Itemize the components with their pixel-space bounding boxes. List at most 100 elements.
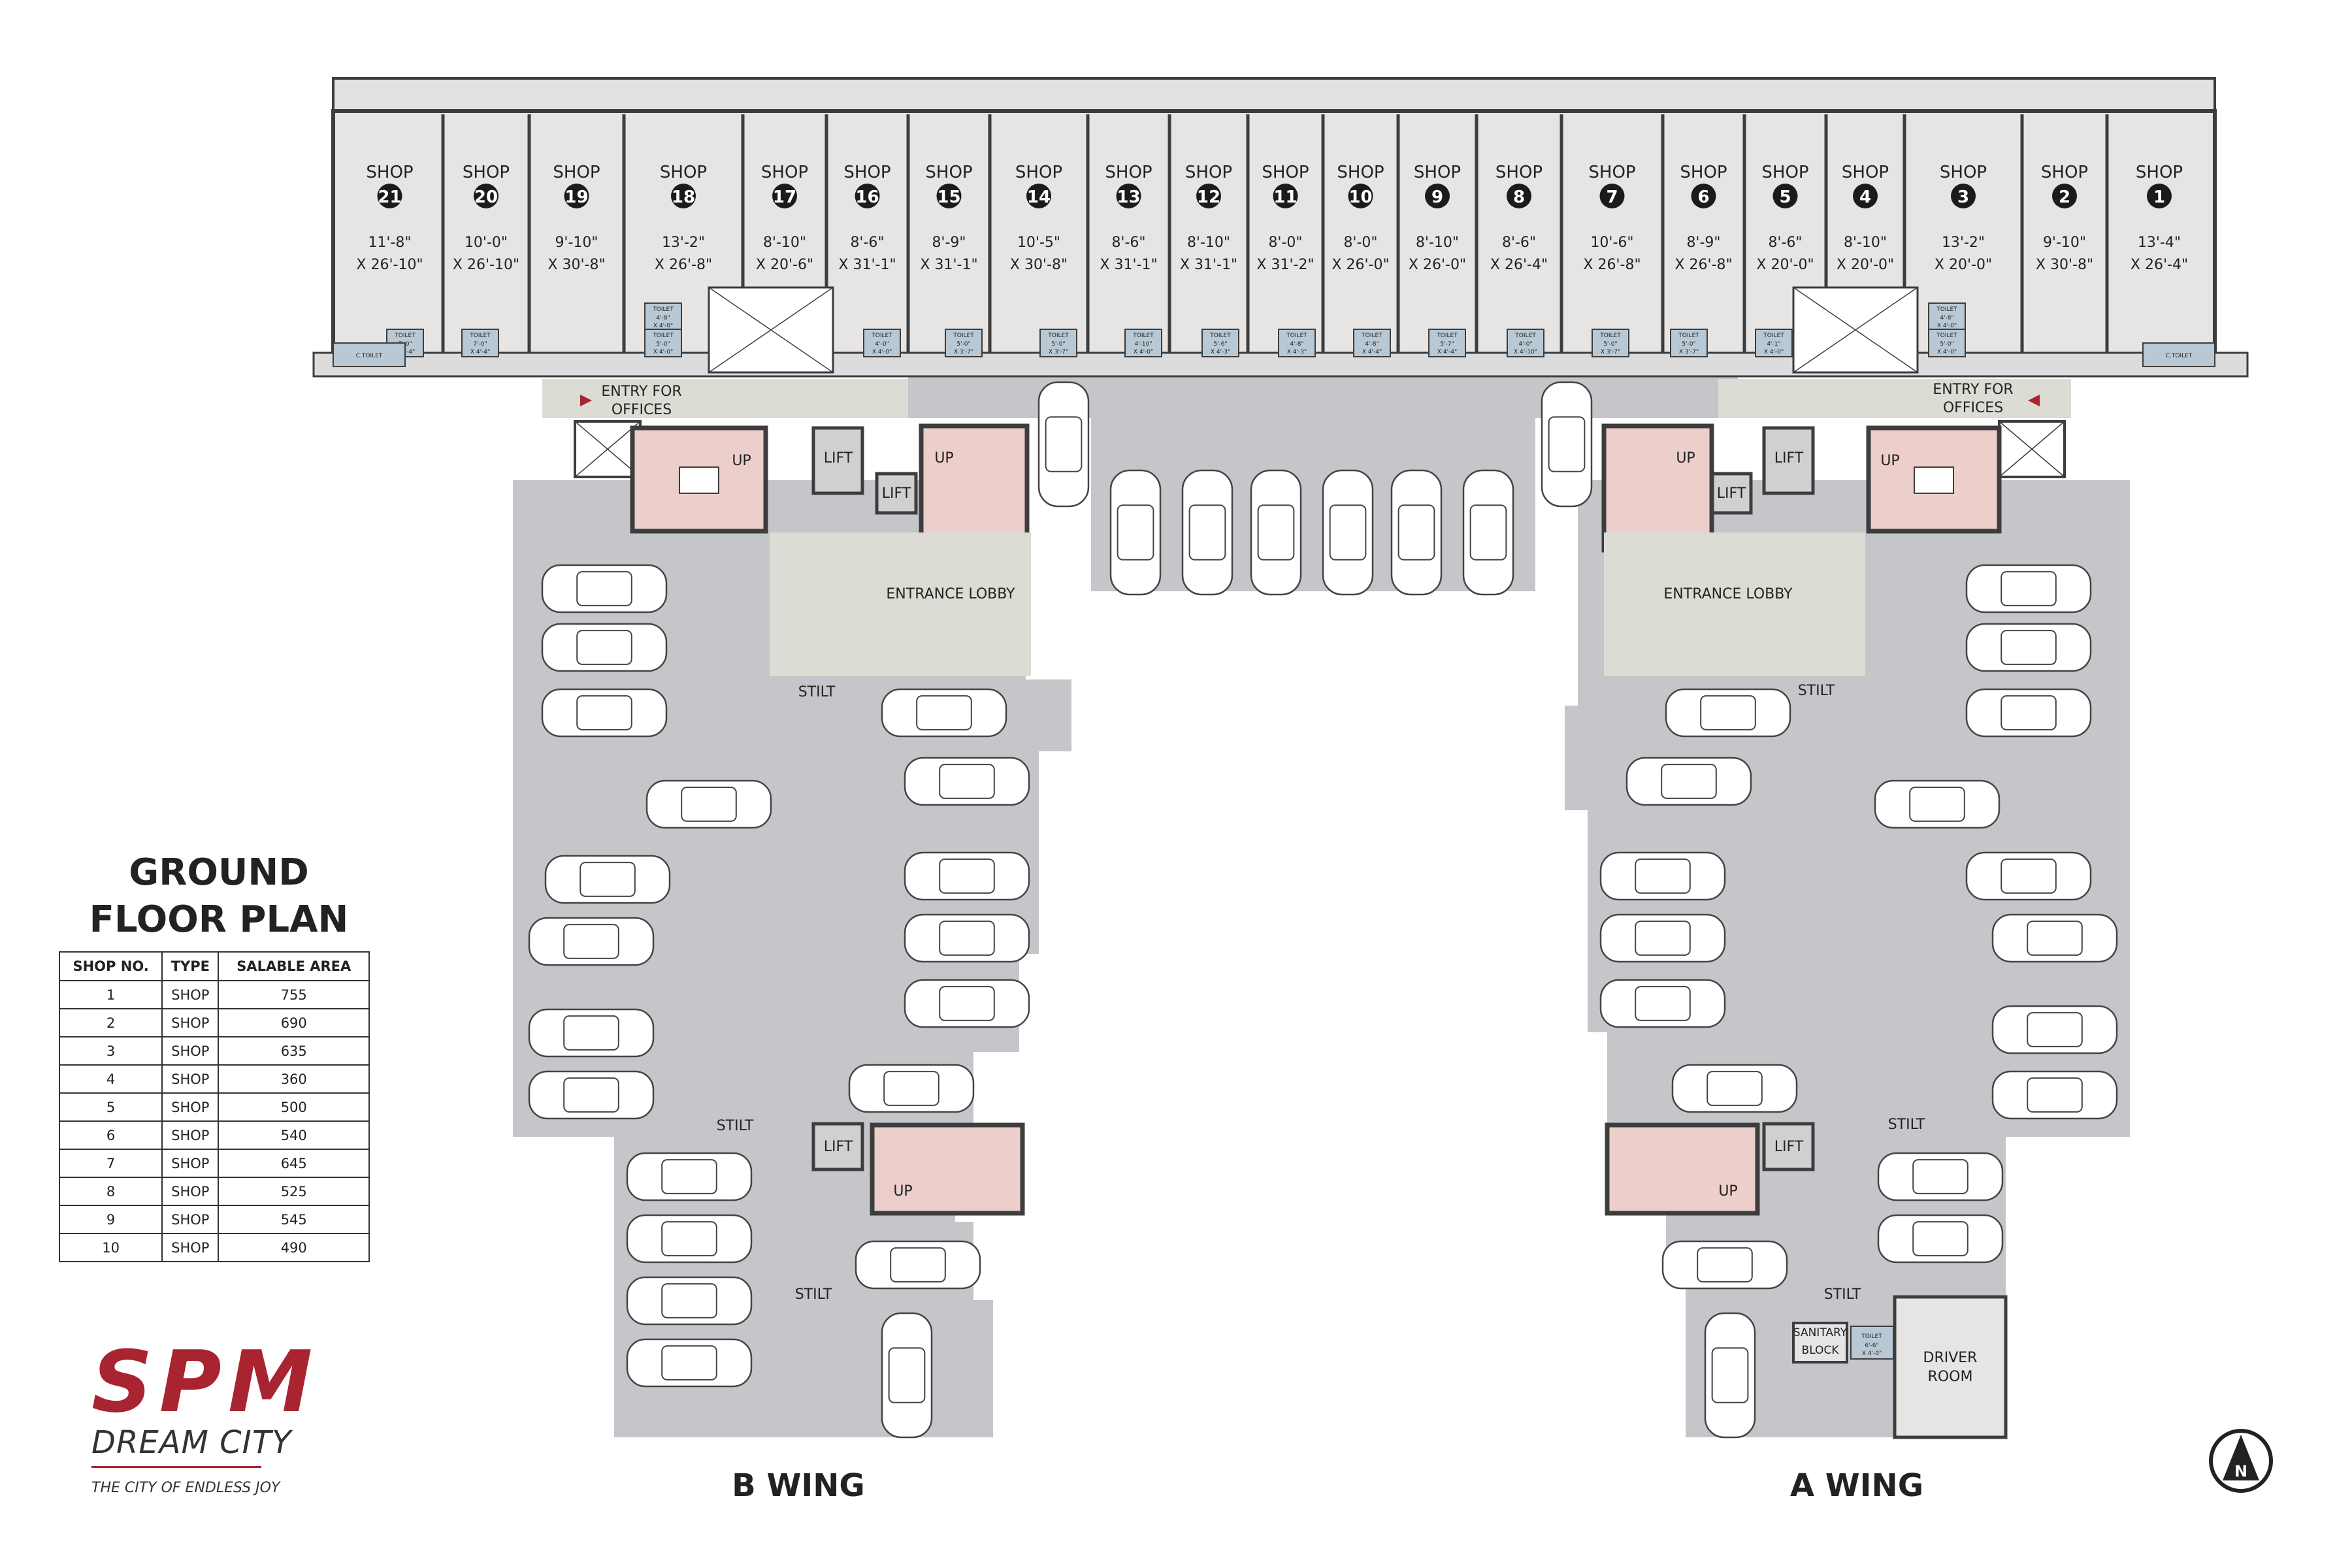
logo-tagline: THE CITY OF ENDLESS JOY xyxy=(91,1480,280,1496)
table-cell: 5 xyxy=(58,1093,163,1122)
shop-number-badge xyxy=(377,184,402,208)
svg-text:ENTRANCE LOBBY: ENTRANCE LOBBY xyxy=(1663,586,1793,602)
shop-depth: X 26'-8" xyxy=(1583,257,1641,273)
car-icon xyxy=(1250,469,1302,596)
b-wing-label: B WING xyxy=(732,1467,865,1504)
table-cell: 635 xyxy=(218,1037,370,1066)
car-icon xyxy=(541,688,668,738)
table-cell: 490 xyxy=(218,1233,370,1262)
page-title: GROUND FLOOR PLAN xyxy=(39,849,399,943)
svg-text:X 3'-7": X 3'-7" xyxy=(1049,349,1068,355)
car-icon xyxy=(904,851,1030,901)
table-cell: 500 xyxy=(218,1093,370,1122)
b-wing-core: UP LIFT LIFT UP ENTRANCE LOBBY STILT xyxy=(574,420,1031,700)
entry-for-offices-b: ENTRY FOR OFFICES xyxy=(580,384,682,418)
table-cell: 1 xyxy=(58,981,163,1009)
svg-text:LIFT: LIFT xyxy=(824,1139,853,1155)
shop-number: 17 xyxy=(773,188,796,207)
svg-text:ENTRY FOR: ENTRY FOR xyxy=(1933,382,2013,398)
shop-number: 10 xyxy=(1348,188,1372,207)
common-toilet: C.TOILET xyxy=(333,342,406,367)
north-arrow-icon: N xyxy=(2209,1429,2273,1493)
shop-depth: X 31'-1" xyxy=(1100,257,1157,273)
svg-text:5'-7": 5'-7" xyxy=(1440,341,1454,348)
shop-number-badge xyxy=(1853,184,1878,208)
svg-text:X 4'-4": X 4'-4" xyxy=(1437,349,1457,355)
svg-text:TOILET: TOILET xyxy=(1209,333,1231,339)
shop-number-badge xyxy=(1116,184,1141,208)
car-icon xyxy=(1599,851,1726,901)
shop-label: SHOP xyxy=(553,163,600,182)
shop-number-badge xyxy=(1951,184,1976,208)
table-cell: 9 xyxy=(58,1205,163,1234)
shop-width: 8'-6" xyxy=(1768,235,1802,251)
car-icon xyxy=(1965,688,2092,738)
shop-label: SHOP xyxy=(366,163,413,182)
shop-label: SHOP xyxy=(2136,163,2183,182)
table-cell: SHOP xyxy=(161,1009,220,1037)
table-header: TYPE xyxy=(161,951,220,981)
b-wing-lower-core: LIFT UP STILT STILT xyxy=(717,1118,1025,1303)
shop-depth: X 31'-1" xyxy=(838,257,896,273)
svg-text:UP: UP xyxy=(1880,453,1899,469)
svg-text:STILT: STILT xyxy=(1888,1117,1925,1133)
shop-number: 21 xyxy=(378,188,401,207)
table-cell: SHOP xyxy=(161,1065,220,1094)
svg-text:5'-0": 5'-0" xyxy=(1603,341,1617,348)
car-icon xyxy=(1991,913,2118,963)
svg-text:X 3'-7": X 3'-7" xyxy=(954,349,973,355)
svg-text:TOILET: TOILET xyxy=(1132,333,1154,339)
entry-corridor-b xyxy=(542,379,908,418)
svg-text:X 4'-0": X 4'-0" xyxy=(1862,1350,1882,1357)
svg-text:STILT: STILT xyxy=(1824,1286,1861,1303)
table-cell: SHOP xyxy=(161,1233,220,1262)
car-icon xyxy=(1181,469,1233,596)
svg-text:UP: UP xyxy=(893,1183,912,1200)
svg-text:UP: UP xyxy=(1676,450,1695,466)
shop-number: 13 xyxy=(1117,188,1140,207)
svg-text:X 4'-0": X 4'-0" xyxy=(1134,349,1153,355)
car-icon xyxy=(881,688,1007,738)
shop-number-badge xyxy=(1507,184,1531,208)
shop-number: 5 xyxy=(1779,188,1791,207)
car-icon xyxy=(1877,1152,2004,1201)
shop-depth: X 20'-0" xyxy=(1756,257,1814,273)
shop-label: SHOP xyxy=(2041,163,2088,182)
svg-text:LIFT: LIFT xyxy=(824,450,853,466)
svg-text:TOILET: TOILET xyxy=(953,333,974,339)
car-icon xyxy=(528,1008,655,1058)
svg-text:UP: UP xyxy=(934,450,953,466)
svg-text:DRIVER: DRIVER xyxy=(1923,1350,1978,1366)
shop-number-badge xyxy=(855,184,880,208)
car-icon xyxy=(1390,469,1443,596)
svg-text:TOILET: TOILET xyxy=(1599,333,1621,339)
svg-text:C.TOILET: C.TOILET xyxy=(356,353,383,359)
shop-depth: X 30'-8" xyxy=(1010,257,1068,273)
a-wing-core: UP LIFT LIFT UP ENTRANCE LOBBY STILT xyxy=(1601,420,2066,699)
table-cell: SHOP xyxy=(161,1121,220,1150)
shop-depth: X 26'-8" xyxy=(655,257,712,273)
shop-number: 6 xyxy=(1697,188,1709,207)
car-icon xyxy=(1037,381,1090,508)
car-icon xyxy=(1109,469,1162,596)
shop-width: 11'-8" xyxy=(368,235,411,251)
shop-depth: X 20'-0" xyxy=(1837,257,1894,273)
table-cell: 8 xyxy=(58,1177,163,1206)
